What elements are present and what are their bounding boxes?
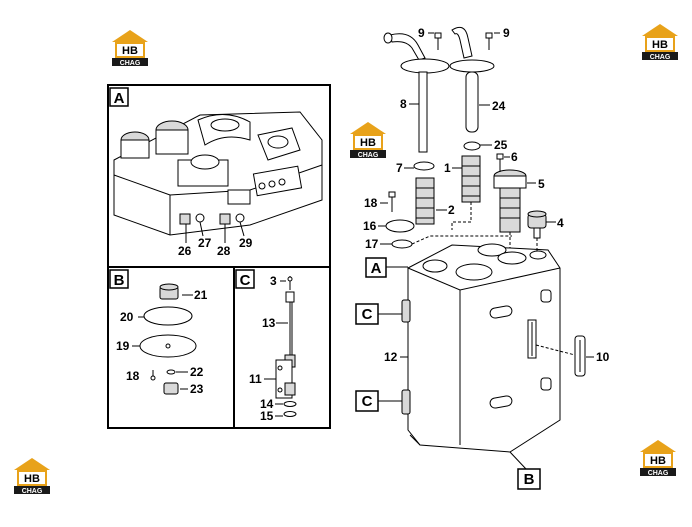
logo-bottom-left: HB CHAG — [14, 458, 50, 495]
label-21: 21 — [194, 288, 208, 302]
sensor-top-icon — [285, 291, 295, 303]
logo-roof-icon — [112, 30, 148, 42]
label-22: 22 — [190, 365, 204, 379]
callout-a: A — [371, 260, 382, 277]
callout-c-upper: C — [362, 306, 373, 323]
callout-b: B — [524, 471, 535, 488]
logo-text: CHAG — [648, 470, 669, 477]
panel-b: B 21 20 19 18 22 23 — [107, 266, 235, 429]
label-10: 10 — [596, 350, 610, 364]
main-assembly: 10 12 8 24 9 9 25 7 — [355, 26, 610, 490]
label-18: 18 — [364, 196, 378, 210]
callout-c-lower: C — [362, 393, 373, 410]
panel-a-label: A — [114, 90, 125, 107]
label-4: 4 — [557, 216, 564, 230]
label-15: 15 — [260, 409, 274, 423]
cover-plate-icon — [139, 334, 197, 358]
logo-mark: HB — [650, 455, 666, 467]
label-11: 11 — [249, 372, 262, 386]
label-26: 26 — [178, 244, 192, 258]
label-27: 27 — [198, 236, 212, 250]
logo-text: CHAG — [22, 488, 43, 495]
filter-element-icon — [415, 177, 435, 225]
logo-top-right: HB CHAG — [642, 24, 678, 61]
label-25: 25 — [494, 138, 508, 152]
panel-c-label: C — [240, 272, 251, 289]
label-2: 2 — [448, 203, 455, 217]
label-9b: 9 — [503, 26, 510, 40]
label-5: 5 — [538, 177, 545, 191]
label-7: 7 — [396, 161, 403, 175]
label-16: 16 — [363, 219, 377, 233]
logo-text: CHAG — [650, 54, 671, 61]
panel-a: A 26 27 28 29 — [107, 84, 331, 268]
label-29: 29 — [239, 236, 253, 250]
filter-element-icon — [499, 187, 521, 233]
label-20: 20 — [120, 310, 134, 324]
logo-mark: HB — [360, 137, 376, 149]
label-23: 23 — [190, 382, 204, 396]
logo-top-left: HB CHAG — [112, 30, 148, 67]
label-1: 1 — [444, 161, 451, 175]
cover-icon — [385, 219, 415, 233]
label-17: 17 — [365, 237, 379, 251]
logo-mark: HB — [24, 473, 40, 485]
label-3: 3 — [270, 274, 277, 288]
logo-middle: HB CHAG — [350, 122, 386, 159]
plug-icon — [179, 213, 191, 225]
gasket-icon — [143, 306, 193, 326]
suction-pipe-icon — [451, 26, 473, 59]
plug-icon — [219, 213, 231, 225]
label-18: 18 — [126, 369, 140, 383]
filter-element-icon — [461, 155, 481, 203]
label-13: 13 — [262, 316, 276, 330]
logo-text: CHAG — [358, 152, 379, 159]
label-8: 8 — [400, 97, 407, 111]
label-24: 24 — [492, 99, 506, 113]
label-6: 6 — [511, 150, 518, 164]
logo-mark: HB — [652, 39, 668, 51]
panel-b-label: B — [114, 272, 125, 289]
label-19: 19 — [116, 339, 130, 353]
panel-c: C 3 13 11 14 15 — [233, 266, 331, 429]
plug-icon — [163, 382, 179, 395]
logo-text: CHAG — [120, 60, 141, 67]
logo-mark: HB — [122, 45, 138, 57]
label-28: 28 — [217, 244, 231, 258]
label-14: 14 — [260, 397, 274, 411]
label-12: 12 — [384, 350, 398, 364]
label-9a: 9 — [418, 26, 425, 40]
logo-bottom-right: HB CHAG — [640, 440, 676, 477]
